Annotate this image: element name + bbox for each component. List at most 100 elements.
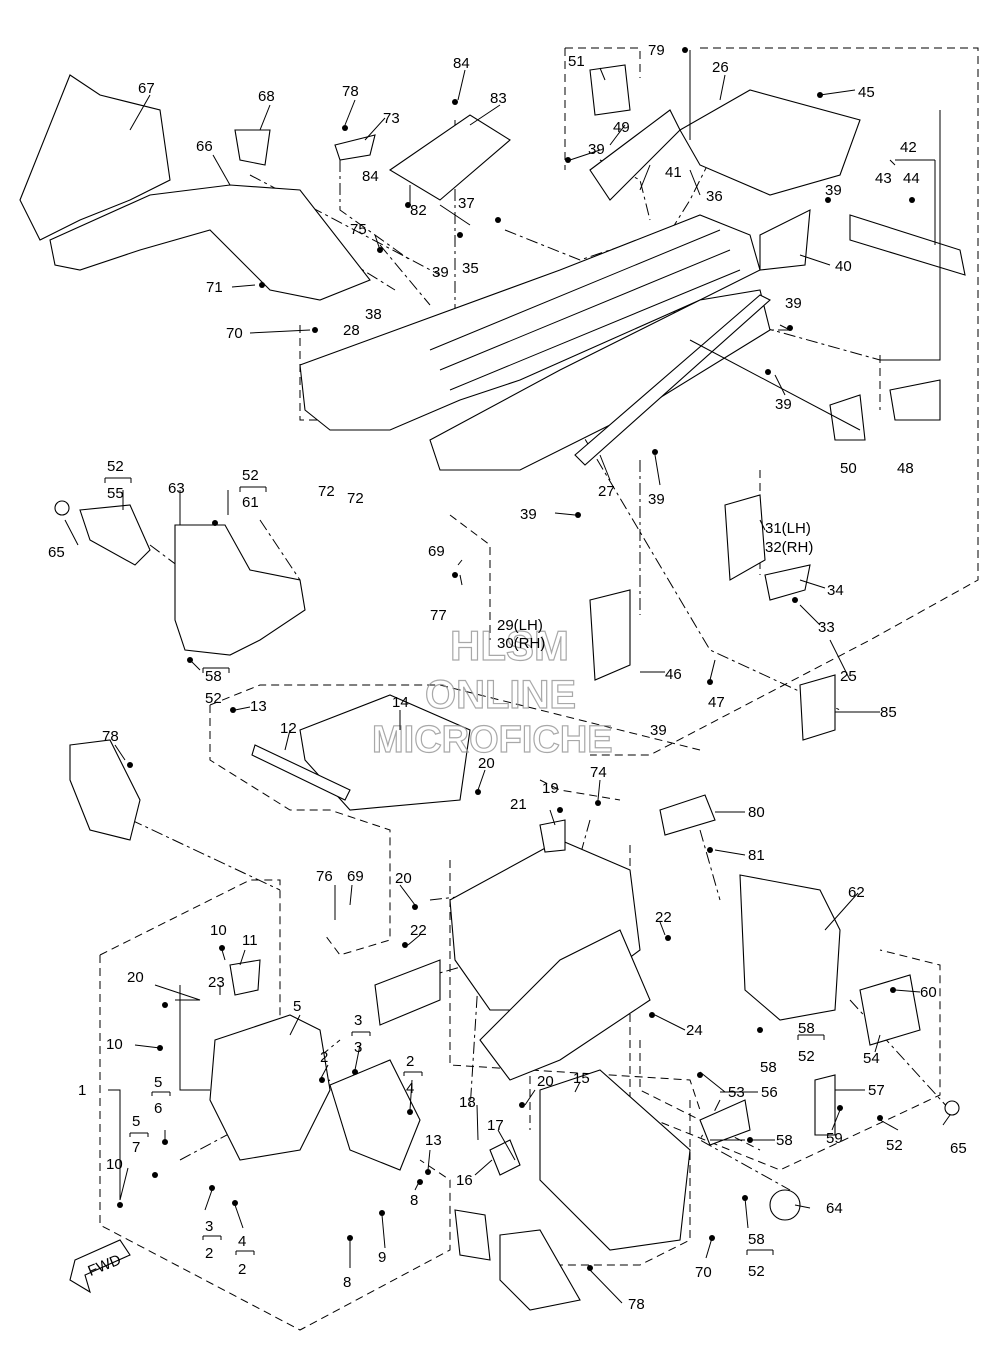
callout-33: 33 <box>818 619 835 636</box>
callout-63: 63 <box>168 480 185 497</box>
callout-30: 30(RH) <box>497 635 545 652</box>
callout-18: 18 <box>459 1094 476 1111</box>
bracket-73 <box>334 134 376 161</box>
muffler-pipe <box>849 214 966 276</box>
callout-8-b: 8 <box>343 1274 351 1291</box>
bar-12 <box>251 744 351 801</box>
callout-3-a: 3 <box>354 1012 362 1029</box>
hub-64 <box>769 1189 801 1221</box>
callout-17: 17 <box>487 1117 504 1134</box>
callout-16: 16 <box>456 1172 473 1189</box>
bracket-55 <box>79 504 151 566</box>
callout-42: 42 <box>900 139 917 156</box>
plate-51 <box>589 64 631 116</box>
tunnel-plate <box>429 289 771 471</box>
bracket-57 <box>814 1074 836 1136</box>
callout-78-top: 78 <box>342 83 359 100</box>
callout-53: 53 <box>728 1084 745 1101</box>
callout-52-c: 52 <box>205 690 222 707</box>
callout-64: 64 <box>826 1200 843 1217</box>
callout-5-a: 5 <box>293 998 301 1015</box>
callout-11: 11 <box>242 932 258 949</box>
plate-54 <box>859 974 921 1046</box>
callout-58-b: 58 <box>798 1020 815 1037</box>
callout-5-b: 5 <box>154 1074 162 1091</box>
callout-58-c: 58 <box>760 1059 777 1076</box>
callout-58-e: 58 <box>748 1231 765 1248</box>
callout-22-b: 22 <box>655 909 672 926</box>
callout-38: 38 <box>365 306 382 323</box>
callout-8-a: 8 <box>410 1192 418 1209</box>
callout-25: 25 <box>840 668 857 685</box>
callout-66: 66 <box>196 138 213 155</box>
callout-20-b: 20 <box>395 870 412 887</box>
callout-39-d: 39 <box>785 295 802 312</box>
callout-7: 7 <box>132 1139 140 1156</box>
cover-78-lower-b <box>454 1209 491 1261</box>
callout-29: 29(LH) <box>497 617 543 634</box>
callout-10-a: 10 <box>210 922 227 939</box>
callout-52-d: 52 <box>798 1048 815 1065</box>
callout-68: 68 <box>258 88 275 105</box>
callout-45: 45 <box>858 84 875 101</box>
callout-65-top: 65 <box>48 544 65 561</box>
watermark-line3: MICROFICHE <box>372 719 613 761</box>
bracket-26 <box>679 89 861 196</box>
callout-72-b: 72 <box>347 490 364 507</box>
bracket-40 <box>759 209 811 271</box>
callout-58-a: 58 <box>205 668 222 685</box>
callout-69-mid: 69 <box>347 868 364 885</box>
mount-frame <box>209 1014 331 1161</box>
callout-31: 31(LH) <box>765 520 811 537</box>
main-frame <box>299 214 761 431</box>
callout-41: 41 <box>665 164 682 181</box>
callout-77: 77 <box>430 607 447 624</box>
callout-46: 46 <box>665 666 682 683</box>
callout-74: 74 <box>590 764 607 781</box>
bracket-34 <box>764 564 811 601</box>
callout-62: 62 <box>848 884 865 901</box>
callout-78-bottom: 78 <box>628 1296 645 1313</box>
callout-85: 85 <box>880 704 897 721</box>
cover-78-lower <box>499 1229 581 1311</box>
callout-24: 24 <box>686 1022 703 1039</box>
callout-28: 28 <box>343 322 360 339</box>
callout-6: 6 <box>154 1100 162 1117</box>
top-cover-83 <box>388 114 511 201</box>
callout-13-a: 13 <box>250 698 267 715</box>
callout-1: 1 <box>78 1082 86 1099</box>
callout-26: 26 <box>712 59 729 76</box>
grommet-65-bottom <box>944 1100 960 1116</box>
callout-52-a: 52 <box>107 458 124 475</box>
callout-39-e: 39 <box>775 396 792 413</box>
callout-19: 19 <box>542 780 559 797</box>
cover-80 <box>659 794 716 836</box>
callout-83: 83 <box>490 90 507 107</box>
callout-20-a: 20 <box>478 755 495 772</box>
callout-80: 80 <box>748 804 765 821</box>
callout-72-a: 72 <box>318 483 335 500</box>
callout-81: 81 <box>748 847 765 864</box>
callout-10-b: 10 <box>106 1036 123 1053</box>
callout-70-bottom: 70 <box>695 1264 712 1281</box>
center-plate <box>479 929 651 1081</box>
callout-2-b: 2 <box>406 1053 414 1070</box>
callout-14: 14 <box>392 694 409 711</box>
callout-73: 73 <box>383 110 400 127</box>
callout-labels: 67 68 66 71 70 78 73 84 83 84 82 75 37 3… <box>48 42 967 1313</box>
callout-47: 47 <box>708 694 725 711</box>
callout-84-top: 84 <box>453 55 470 72</box>
plate-31 <box>724 494 766 581</box>
bracket-85 <box>799 674 836 741</box>
guard-56 <box>699 1099 751 1146</box>
callout-57: 57 <box>868 1082 885 1099</box>
callout-76: 76 <box>316 868 333 885</box>
plate-23 <box>229 959 261 996</box>
callout-39-a: 39 <box>432 264 449 281</box>
callout-39-g: 39 <box>520 506 537 523</box>
callout-84-mid: 84 <box>362 168 379 185</box>
callout-35: 35 <box>462 260 479 277</box>
callout-9: 9 <box>378 1249 386 1266</box>
callout-50: 50 <box>840 460 857 477</box>
heat-exchanger-15 <box>539 1069 691 1251</box>
